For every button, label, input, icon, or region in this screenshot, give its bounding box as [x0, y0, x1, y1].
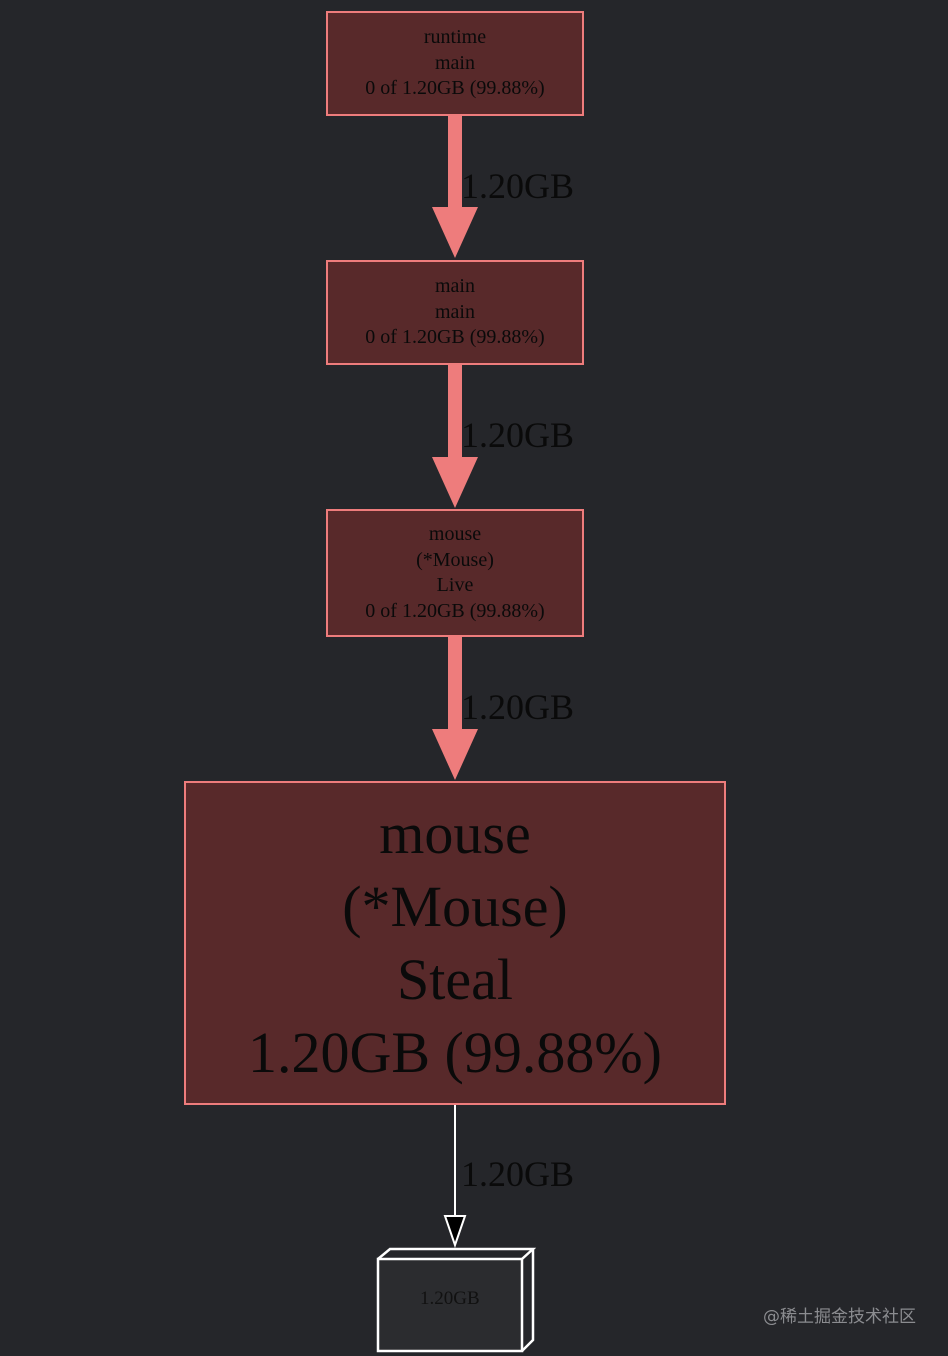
node-label-line: mouse	[379, 801, 531, 866]
node-label-line: (*Mouse)	[416, 548, 494, 571]
node-label-line: Live	[436, 574, 474, 596]
alloc-box-shape	[376, 1247, 537, 1353]
node-label-line: main	[435, 300, 475, 323]
edge-live-to-steal	[432, 636, 478, 780]
node-label-line: 0 of 1.20GB (99.88%)	[365, 77, 545, 100]
node-label-line: mouse	[428, 523, 482, 545]
edge-label: 1.20GB	[461, 687, 575, 727]
edge-label: 1.20GB	[461, 166, 575, 206]
edge-steal-to-alloc	[443, 1104, 467, 1249]
node-mouse-steal[interactable]: mouse (*Mouse) Steal 1.20GB (99.88%)	[184, 781, 726, 1105]
node-label-line: 1.20GB (99.88%)	[247, 1020, 662, 1085]
node-label-line: runtime	[423, 26, 487, 49]
node-label-line: main	[435, 51, 475, 74]
node-label-line: Steal	[397, 947, 513, 1012]
node-mouse-live[interactable]: mouse (*Mouse) Live 0 of 1.20GB (99.88%)	[326, 509, 584, 637]
edge-label: 1.20GB	[461, 1154, 575, 1194]
node-label-line: 0 of 1.20GB (99.88%)	[365, 326, 545, 349]
node-label-line: 0 of 1.20GB (99.88%)	[365, 599, 545, 622]
edge-main-to-live	[432, 364, 478, 508]
edge-label: 1.20GB	[461, 415, 575, 455]
edge-runtime-to-main	[432, 115, 478, 258]
alloc-box-label: 1.20GB	[420, 1288, 480, 1309]
node-runtime-main[interactable]: runtime main 0 of 1.20GB (99.88%)	[326, 11, 584, 116]
watermark: @稀土掘金技术社区	[763, 1307, 916, 1327]
node-label-line: (*Mouse)	[342, 874, 568, 939]
node-label-line: main	[435, 275, 475, 298]
node-main-main[interactable]: main main 0 of 1.20GB (99.88%)	[326, 260, 584, 365]
